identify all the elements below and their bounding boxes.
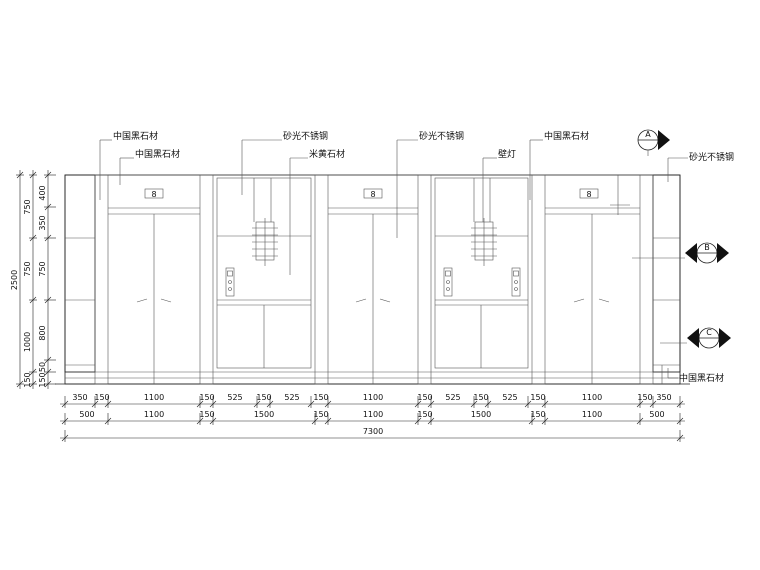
- svg-text:中国黑石材: 中国黑石材: [113, 130, 158, 142]
- annotation-sand-steel-3: 砂光不锈钢: [667, 151, 734, 182]
- floor-indicator: 8: [144, 188, 164, 199]
- annotation-black-granite-1: 中国黑石材: [99, 130, 158, 200]
- svg-text:C: C: [706, 328, 712, 337]
- svg-text:中国黑石材: 中国黑石材: [135, 148, 180, 160]
- dimension-label: 525: [502, 393, 517, 402]
- call-panel-icon: [511, 267, 521, 297]
- annotation-black-granite-4: 中国黑石材: [667, 368, 724, 384]
- svg-text:米黄石材: 米黄石材: [309, 148, 345, 160]
- annotation-sand-steel-1: 砂光不锈钢: [241, 130, 328, 195]
- svg-text:砂光不锈钢: 砂光不锈钢: [689, 151, 734, 163]
- call-panel-icon: [225, 267, 235, 297]
- dimension-label: 1100: [582, 410, 602, 419]
- dimension-label: 750: [23, 199, 32, 214]
- dimension-lines-left: [16, 170, 56, 389]
- svg-text:砂光不锈钢: 砂光不锈钢: [283, 130, 328, 142]
- dimension-label: 1000: [23, 332, 32, 352]
- dimension-label: 150: [38, 372, 47, 387]
- dimension-label: 500: [79, 410, 94, 419]
- dimension-label: 350: [656, 393, 671, 402]
- dimension-lines-bottom: [60, 396, 685, 442]
- dimension-left-total: 2500: [10, 270, 19, 290]
- svg-text:壁灯: 壁灯: [498, 148, 516, 160]
- dimension-label: 150: [530, 393, 545, 402]
- dimension-label: 150: [473, 393, 488, 402]
- dimension-label: 150: [94, 393, 109, 402]
- dimension-label: 1100: [363, 410, 383, 419]
- annotation-wall-lamp: 壁灯: [482, 148, 516, 222]
- dimension-label: 525: [445, 393, 460, 402]
- dimension-label: 150: [199, 410, 214, 419]
- dimension-label: 1100: [144, 410, 164, 419]
- svg-text:中国黑石材: 中国黑石材: [679, 372, 724, 384]
- feature-bay-1: [216, 177, 312, 369]
- dimension-label: 750: [38, 261, 47, 276]
- dimension-label: 150: [417, 410, 432, 419]
- section-marker-c: C: [660, 327, 731, 349]
- call-panel-icon: [443, 267, 453, 297]
- annotation-black-granite-2: 中国黑石材: [119, 148, 180, 185]
- dimension-label: 1500: [471, 410, 491, 419]
- dimension-label: 350: [72, 393, 87, 402]
- dimension-label: 50: [38, 362, 47, 372]
- svg-text:A: A: [645, 130, 651, 139]
- side-panel-left: [64, 174, 96, 373]
- dimension-label: 800: [38, 325, 47, 340]
- dimension-label: 150: [256, 393, 271, 402]
- dimension-labels-bottom-row1: 350 150 1100 150 525 150 525 150 1100 15…: [72, 393, 671, 402]
- dimension-labels-left-mid: 750 750 1000 150: [23, 199, 32, 387]
- dimension-label: 525: [227, 393, 242, 402]
- dimension-label: 150: [637, 393, 652, 402]
- wall-lamp-icon: [471, 218, 497, 266]
- section-marker-a: A: [637, 129, 670, 156]
- svg-text:8: 8: [151, 190, 156, 199]
- elevator-door-2: 8: [328, 188, 418, 384]
- svg-text:8: 8: [586, 190, 591, 199]
- dimension-label: 1100: [363, 393, 383, 402]
- dimension-label: 150: [530, 410, 545, 419]
- dimension-label: 400: [38, 185, 47, 200]
- wall-lamp-icon: [252, 218, 278, 266]
- dimension-label: 750: [23, 261, 32, 276]
- floor-indicator: 8: [363, 188, 383, 199]
- elevator-door-3: 8: [545, 175, 640, 384]
- dimension-label: 500: [649, 410, 664, 419]
- elevation-outline: [55, 174, 690, 385]
- dimension-label: 150: [23, 372, 32, 387]
- dimension-label: 350: [38, 215, 47, 230]
- svg-text:8: 8: [370, 190, 375, 199]
- feature-bay-2: [434, 177, 529, 369]
- dimension-label: 150: [313, 410, 328, 419]
- annotation-beige-stone: 米黄石材: [289, 148, 345, 275]
- floor-indicator: 8: [579, 188, 599, 199]
- svg-text:砂光不锈钢: 砂光不锈钢: [419, 130, 464, 142]
- svg-text:B: B: [704, 243, 710, 252]
- dimension-label: 525: [284, 393, 299, 402]
- dimension-total: 7300: [363, 427, 383, 436]
- elevator-door-1: 8: [108, 188, 200, 384]
- dimension-labels-left-inner: 400 350 750 800 50 150: [38, 185, 47, 387]
- dimension-label: 150: [313, 393, 328, 402]
- side-panel-right: [652, 174, 681, 384]
- dimension-labels-bottom-row2: 500 1100 150 1500 150 1100 150 1500 150 …: [79, 410, 664, 419]
- dimension-label: 150: [199, 393, 214, 402]
- dimension-label: 1500: [254, 410, 274, 419]
- dimension-label: 1100: [582, 393, 602, 402]
- dimension-label: 150: [417, 393, 432, 402]
- annotation-black-granite-3: 中国黑石材: [529, 130, 589, 200]
- dimension-label: 1100: [144, 393, 164, 402]
- section-marker-b: B: [632, 242, 729, 264]
- svg-text:中国黑石材: 中国黑石材: [544, 130, 589, 142]
- annotation-sand-steel-2: 砂光不锈钢: [396, 130, 464, 238]
- pilasters: [94, 174, 654, 385]
